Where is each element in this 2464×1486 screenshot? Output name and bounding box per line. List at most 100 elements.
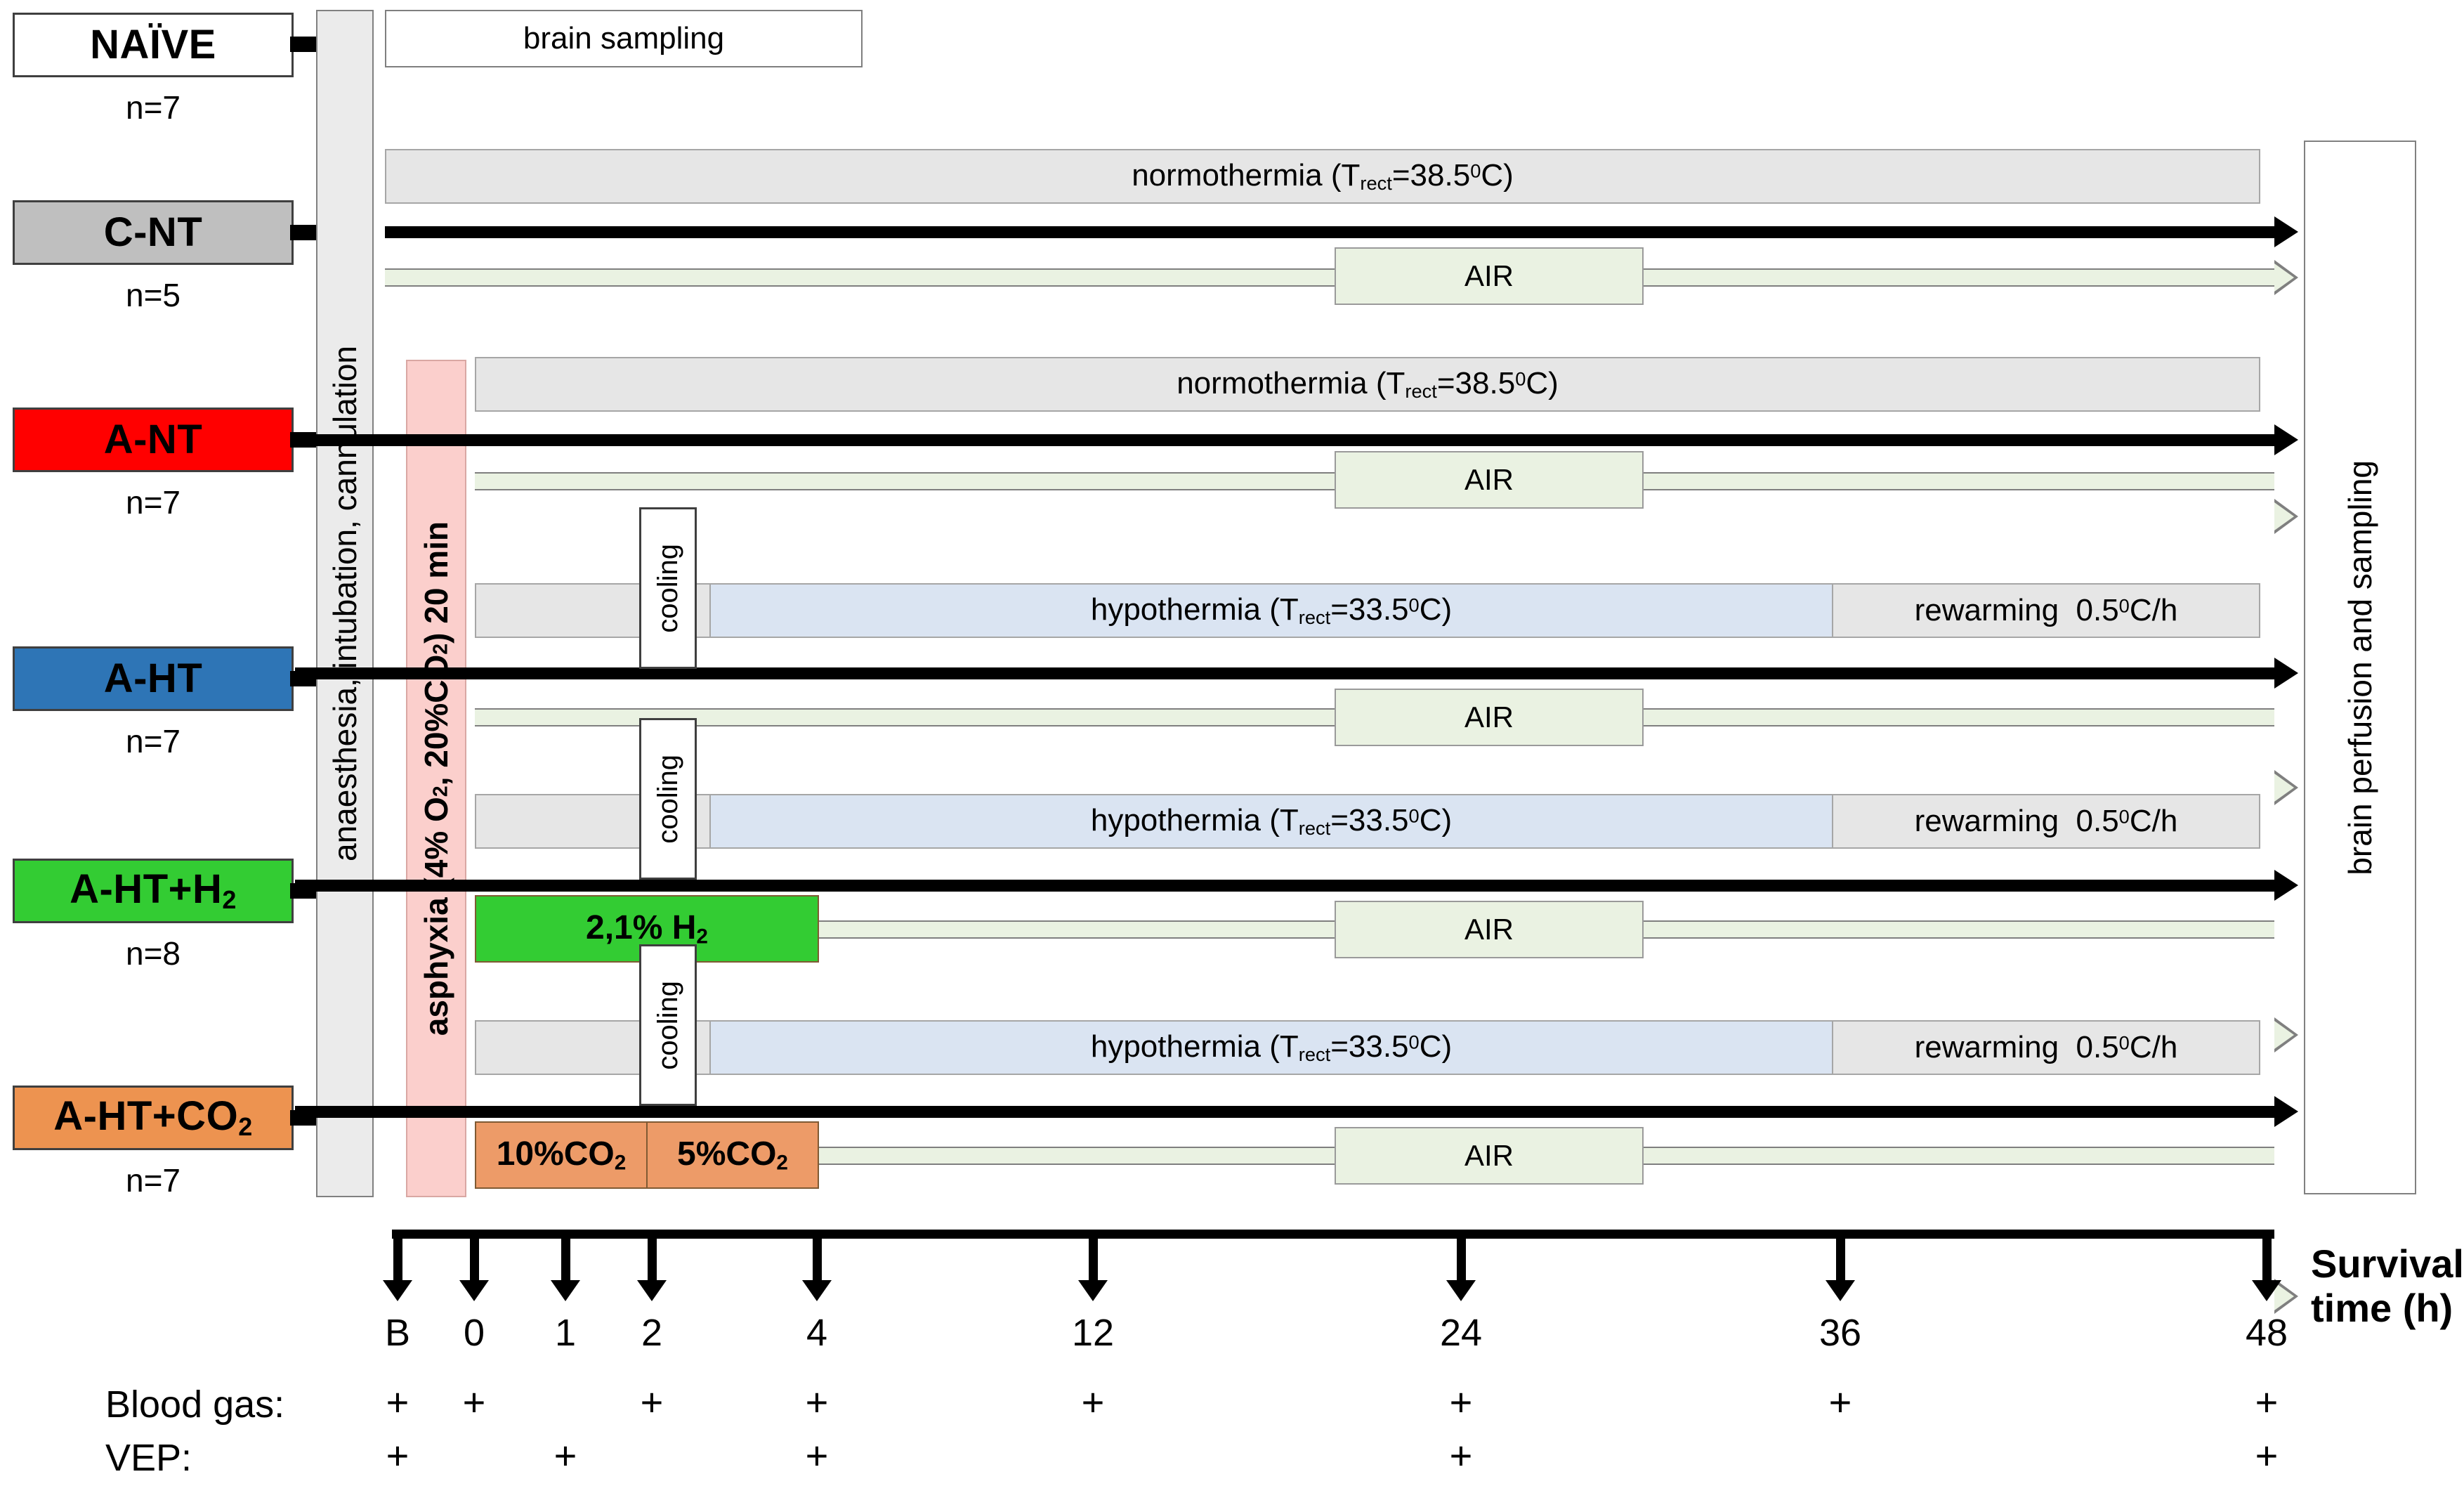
- air-box-a-ht-co2-label: AIR: [1464, 1139, 1514, 1172]
- air-box-a-nt[interactable]: AIR: [1335, 451, 1644, 509]
- air-box-a-nt-label: AIR: [1464, 463, 1514, 496]
- timeline-tick-arrow-icon: [637, 1280, 667, 1301]
- measurement-marker: +: [2255, 1433, 2279, 1478]
- survival-arrow-line-a-ht-co2: [295, 1106, 2274, 1118]
- group-n-c-nt: n=5: [125, 277, 181, 313]
- survival-arrow-head-a-nt: [2274, 424, 2298, 455]
- rewarming-bar-a-ht-co2: rewarming 0.50C/h: [1832, 1020, 2260, 1075]
- co2-10-gas-box[interactable]: 10%CO2: [475, 1121, 648, 1189]
- asphyxia-column-label: asphyxia (4% O2, 20%CO2) 20 min: [418, 521, 454, 1036]
- h2-gas-box-sub: 2: [696, 925, 708, 949]
- group-box-naive[interactable]: NAÏVE: [13, 13, 294, 77]
- cooling-box-a-ht-co2[interactable]: cooling: [639, 944, 697, 1106]
- gas-arrow-line-c-nt: [385, 268, 2274, 287]
- timeline-tick-label: 1: [554, 1312, 577, 1354]
- measurement-marker: +: [553, 1433, 577, 1478]
- brain-perfusion-column: brain perfusion and sampling: [2304, 141, 2416, 1194]
- brain-sampling-box[interactable]: brain sampling: [385, 10, 863, 67]
- hypothermia-bar-a-ht: hypothermia (Trect=33.50C): [709, 583, 1833, 638]
- measurement-marker: +: [640, 1380, 664, 1424]
- group-label-c-nt: C-NT: [103, 209, 203, 255]
- timeline-tick-arrow-icon: [2252, 1280, 2281, 1301]
- timeline-tick-stem: [1089, 1230, 1098, 1280]
- measurement-marker: +: [1828, 1380, 1852, 1424]
- timeline-tick-stem: [813, 1230, 822, 1280]
- hypothermia-bar-a-ht-h2-label: hypothermia (Trect=33.50C): [1090, 802, 1453, 839]
- rewarming-bar-a-ht-co2-label: rewarming 0.50C/h: [1914, 1030, 2178, 1064]
- timeline-tick-stem: [2262, 1230, 2272, 1280]
- cooling-box-a-ht-h2[interactable]: cooling: [639, 718, 697, 880]
- measurement-marker: +: [462, 1380, 486, 1424]
- measurement-marker: +: [1449, 1380, 1473, 1424]
- air-box-c-nt[interactable]: AIR: [1335, 247, 1644, 305]
- gas-arrow-head-a-ht-h2: [2274, 1017, 2298, 1052]
- cooling-box-a-ht-label: cooling: [653, 543, 683, 633]
- group-n-naive: n=7: [125, 89, 181, 126]
- hypothermia-bar-a-ht-h2: hypothermia (Trect=33.50C): [709, 794, 1833, 849]
- group-label-a-ht-co2: A-HT+CO: [53, 1093, 239, 1140]
- cooling-box-a-ht-co2-label: cooling: [653, 980, 683, 1070]
- co2-5-gas-box-sub: 2: [776, 1151, 788, 1175]
- group-n-a-ht: n=7: [125, 723, 181, 760]
- co2-10-gas-box-sub: 2: [614, 1151, 627, 1175]
- group-box-a-ht[interactable]: A-HT: [13, 646, 294, 711]
- timeline-tick-label: 4: [806, 1312, 828, 1354]
- measurement-marker: +: [805, 1433, 829, 1478]
- normothermia-bar-a-nt: normothermia (Trect=38.50C): [475, 357, 2260, 412]
- group-box-c-nt[interactable]: C-NT: [13, 200, 294, 265]
- gas-arrow-head-a-nt: [2274, 499, 2298, 534]
- measurement-marker: +: [386, 1433, 409, 1478]
- co2-5-gas-box-label: 5%CO: [677, 1135, 777, 1173]
- blood-gas-row-label: Blood gas:: [105, 1383, 285, 1426]
- normothermia-bar-c-nt: normothermia (Trect=38.50C): [385, 149, 2260, 204]
- survival-arrow-line-a-ht-h2: [295, 880, 2274, 892]
- air-box-c-nt-label: AIR: [1464, 259, 1514, 292]
- gas-arrow-head-a-ht: [2274, 770, 2298, 805]
- air-box-a-ht-co2[interactable]: AIR: [1335, 1127, 1644, 1185]
- cooling-box-a-ht[interactable]: cooling: [639, 507, 697, 669]
- co2-5-gas-box[interactable]: 5%CO2: [646, 1121, 819, 1189]
- brain-sampling-label: brain sampling: [523, 21, 725, 56]
- hypothermia-bar-a-ht-label: hypothermia (Trect=33.50C): [1090, 592, 1453, 628]
- survival-arrow-head-c-nt: [2274, 216, 2298, 247]
- survival-arrow-line-a-ht: [295, 667, 2274, 679]
- timeline-tick-stem: [1457, 1230, 1466, 1280]
- survival-arrow-head-a-ht: [2274, 658, 2298, 689]
- timeline-tick-arrow-icon: [551, 1280, 580, 1301]
- hypothermia-bar-a-ht-co2-label: hypothermia (Trect=33.50C): [1090, 1029, 1453, 1065]
- timeline-tick-arrow-icon: [1078, 1280, 1108, 1301]
- timeline-tick-stem: [561, 1230, 570, 1280]
- vep-row-label: VEP:: [105, 1437, 192, 1479]
- group-n-a-ht-co2: n=7: [125, 1162, 181, 1199]
- group-box-a-ht-h2[interactable]: A-HT+H2: [13, 859, 294, 923]
- group-label-a-nt: A-NT: [103, 417, 203, 462]
- h2-gas-box-label: 2,1% H: [586, 909, 697, 947]
- timeline-axis: [392, 1230, 2274, 1239]
- group-label-a-ht-co2-sub: 2: [238, 1112, 253, 1141]
- air-box-a-ht-h2[interactable]: AIR: [1335, 901, 1644, 958]
- group-label-a-ht-h2: A-HT+H: [70, 866, 223, 913]
- timeline-tick-arrow-icon: [459, 1280, 489, 1301]
- group-box-a-ht-co2[interactable]: A-HT+CO2: [13, 1086, 294, 1150]
- timeline-axis-title-line2: time (h): [2311, 1285, 2453, 1330]
- measurement-marker: +: [1081, 1380, 1105, 1424]
- timeline-tick-arrow-icon: [1826, 1280, 1855, 1301]
- timeline-tick-arrow-icon: [383, 1280, 412, 1301]
- group-box-a-nt[interactable]: A-NT: [13, 408, 294, 472]
- air-box-a-ht[interactable]: AIR: [1335, 689, 1644, 746]
- anaesthesia-column: anaesthesia, intubation, cannulation: [316, 10, 374, 1197]
- timeline-tick-stem: [470, 1230, 479, 1280]
- air-box-a-ht-h2-label: AIR: [1464, 913, 1514, 946]
- group-n-a-ht-h2: n=8: [125, 935, 181, 972]
- timeline-tick-label: 36: [1818, 1312, 1862, 1354]
- rewarming-bar-a-ht-h2-label: rewarming 0.50C/h: [1914, 804, 2178, 838]
- group-label-a-ht: A-HT: [103, 656, 203, 701]
- timeline-axis-title-line1: Survival: [2311, 1241, 2464, 1286]
- air-box-a-ht-label: AIR: [1464, 700, 1514, 734]
- rewarming-bar-a-ht: rewarming 0.50C/h: [1832, 583, 2260, 638]
- asphyxia-column: asphyxia (4% O2, 20%CO2) 20 min: [406, 360, 466, 1197]
- timeline-tick-arrow-icon: [802, 1280, 832, 1301]
- rewarming-bar-a-ht-label: rewarming 0.50C/h: [1914, 593, 2178, 627]
- survival-arrow-head-a-ht-h2: [2274, 870, 2298, 901]
